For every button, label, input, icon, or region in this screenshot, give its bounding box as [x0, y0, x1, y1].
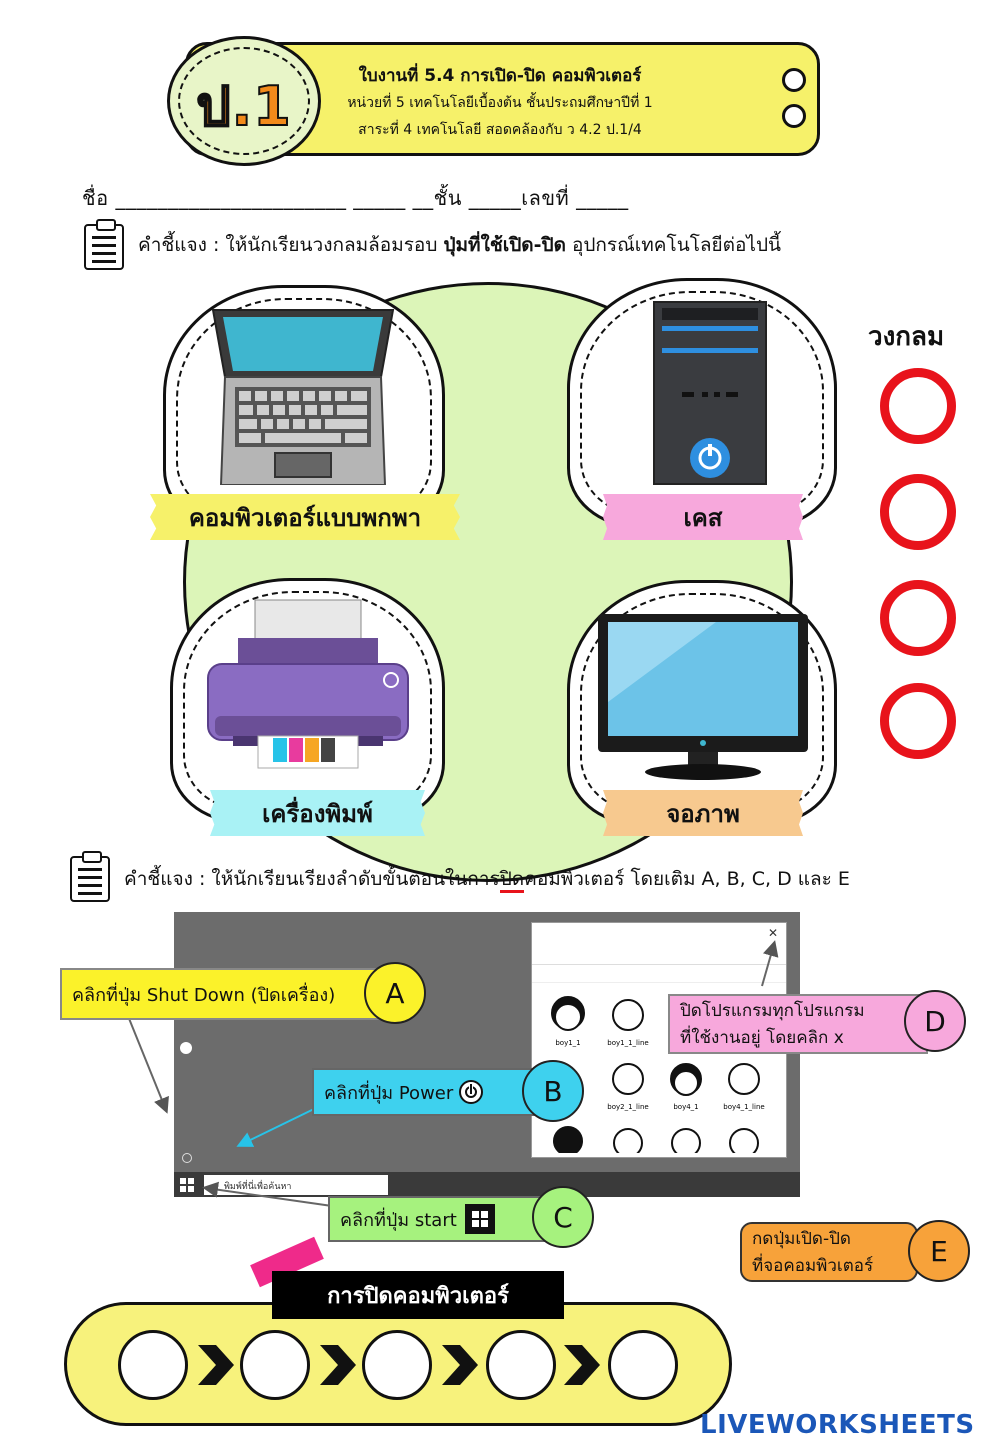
label-monitor: จอภาพ — [603, 790, 803, 836]
printer-icon[interactable] — [203, 598, 418, 773]
step-a-letter: A — [364, 962, 426, 1024]
worksheet-subtitle-strand: สาระที่ 4 เทคโนโลยี สอดคล้องกับ ว 4.2 ป.… — [358, 122, 642, 138]
step-b-letter: B — [522, 1060, 584, 1122]
step-c-letter: C — [532, 1186, 594, 1248]
order-slot-2[interactable] — [240, 1330, 310, 1400]
step-e-callout: กดปุ่มเปิด-ปิด ที่จอคอมพิวเตอร์ — [740, 1222, 918, 1282]
step-e-text-1: กดปุ่มเปิด-ปิด — [752, 1229, 851, 1249]
close-window-icon[interactable]: ✕ — [768, 926, 779, 940]
order-title: การปิดคอมพิวเตอร์ — [272, 1271, 564, 1319]
user-avatar-icon — [180, 1042, 192, 1054]
clipboard-icon — [70, 851, 110, 902]
windows-start-icon[interactable] — [180, 1177, 194, 1192]
liveworksheets-logo: LIVEWORKSHEETS — [700, 1410, 975, 1440]
chevron-right-icon — [442, 1345, 478, 1385]
chevron-right-icon — [320, 1345, 356, 1385]
worksheet-title: ใบงานที่ 5.4 การเปิด-ปิด คอมพิวเตอร์ — [358, 66, 642, 86]
laptop-icon[interactable] — [203, 305, 403, 485]
file-label: boy2_1_line — [607, 1103, 648, 1111]
step-d-letter: D — [904, 990, 966, 1052]
answer-circle-4[interactable] — [880, 683, 956, 759]
answer-circle-1[interactable] — [880, 368, 956, 444]
step-a-callout: คลิกที่ปุ่ม Shut Down (ปิดเครื่อง) — [60, 968, 380, 1020]
step-b-text: คลิกที่ปุ่ม Power — [324, 1082, 454, 1104]
step-c-callout: คลิกที่ปุ่ม start — [328, 1196, 546, 1242]
answer-circle-3[interactable] — [880, 580, 956, 656]
order-slot-5[interactable] — [608, 1330, 678, 1400]
clipboard-icon — [84, 219, 124, 270]
step-c-text: คลิกที่ปุ่ม start — [340, 1209, 457, 1231]
order-slot-1[interactable] — [118, 1330, 188, 1400]
file-thumbnails: boy1_1 boy1_1_line boy2_1_line boy4_1 bo… — [551, 996, 765, 1158]
file-label: boy1_1 — [555, 1039, 580, 1047]
power-menu-icon[interactable] — [182, 1153, 192, 1163]
student-info-line: ชื่อ ______________________ _____ __ชั้น… — [82, 186, 629, 210]
step-d-text-1: ปิดโปรแกรมทุกโปรแกรม — [680, 1001, 865, 1021]
circle-heading: วงกลม — [868, 322, 945, 352]
label-case: เคส — [603, 494, 803, 540]
step-d-callout: ปิดโปรแกรมทุกโปรแกรม ที่ใช้งานอยู่ โดยคล… — [668, 994, 928, 1054]
label-laptop: คอมพิวเตอร์แบบพกพา — [150, 494, 460, 540]
worksheet-subtitle-unit: หน่วยที่ 5 เทคโนโลยีเบื้องต้น ชั้นประถมศ… — [347, 95, 653, 111]
computer-case-icon[interactable] — [650, 298, 770, 488]
grade-badge-text: ป.1 — [195, 74, 292, 139]
instruction-circle-buttons: คำชี้แจง : ให้นักเรียนวงกลมล้อมรอบ ปุ่มท… — [138, 234, 782, 256]
step-e-letter: E — [908, 1220, 970, 1282]
chevron-right-icon — [198, 1345, 234, 1385]
label-printer: เครื่องพิมพ์ — [210, 790, 425, 836]
step-b-callout: คลิกที่ปุ่ม Power — [312, 1068, 540, 1116]
power-icon — [459, 1080, 484, 1104]
windows-start-icon — [464, 1204, 495, 1234]
binder-hole-icon — [782, 68, 806, 92]
file-label: boy1_1_line — [607, 1039, 648, 1047]
step-d-text-2: ที่ใช้งานอยู่ โดยคลิก x — [680, 1028, 844, 1048]
chevron-right-icon — [564, 1345, 600, 1385]
order-slot-4[interactable] — [486, 1330, 556, 1400]
file-label: boy4_1_line — [723, 1103, 764, 1111]
taskbar-search-input[interactable]: พิมพ์ที่นี่เพื่อค้นหา — [204, 1175, 388, 1195]
monitor-icon[interactable] — [596, 612, 811, 782]
order-slot-3[interactable] — [362, 1330, 432, 1400]
instruction-order-steps: คำชี้แจง : ให้นักเรียนเรียงลำดับขั้นตอนใ… — [124, 864, 850, 894]
answer-circle-2[interactable] — [880, 474, 956, 550]
file-label: boy4_1 — [673, 1103, 698, 1111]
step-e-text-2: ที่จอคอมพิวเตอร์ — [752, 1256, 874, 1276]
grade-badge: ป.1 — [167, 36, 321, 166]
binder-hole-icon — [782, 104, 806, 128]
